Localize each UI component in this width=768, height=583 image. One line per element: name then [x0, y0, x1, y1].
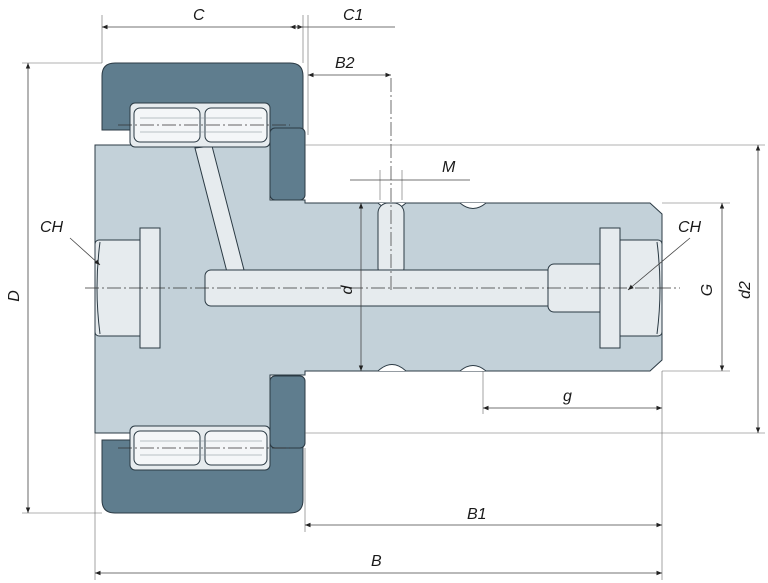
label-g: g [563, 388, 572, 405]
side-washer-bottom [269, 375, 306, 449]
groove-bottom-1 [377, 364, 407, 372]
label-d2: d2 [737, 281, 754, 299]
label-B2: B2 [335, 55, 355, 72]
side-washer-top [269, 127, 306, 201]
leader-CH-left [69, 237, 101, 266]
groove-top-2 [459, 202, 487, 209]
label-G: G [699, 284, 716, 296]
label-D: D [6, 290, 23, 302]
groove-bottom-2 [459, 365, 487, 372]
label-d: d [339, 284, 356, 294]
label-M: M [442, 159, 456, 176]
label-CH-right: CH [678, 219, 702, 236]
label-C1: C1 [343, 7, 363, 24]
label-C: C [193, 7, 205, 24]
needle-rollers-bottom [129, 425, 271, 471]
leader-CH-right [627, 237, 691, 291]
label-B: B [371, 553, 382, 570]
label-B1: B1 [467, 506, 487, 523]
label-CH-left: CH [40, 219, 64, 236]
